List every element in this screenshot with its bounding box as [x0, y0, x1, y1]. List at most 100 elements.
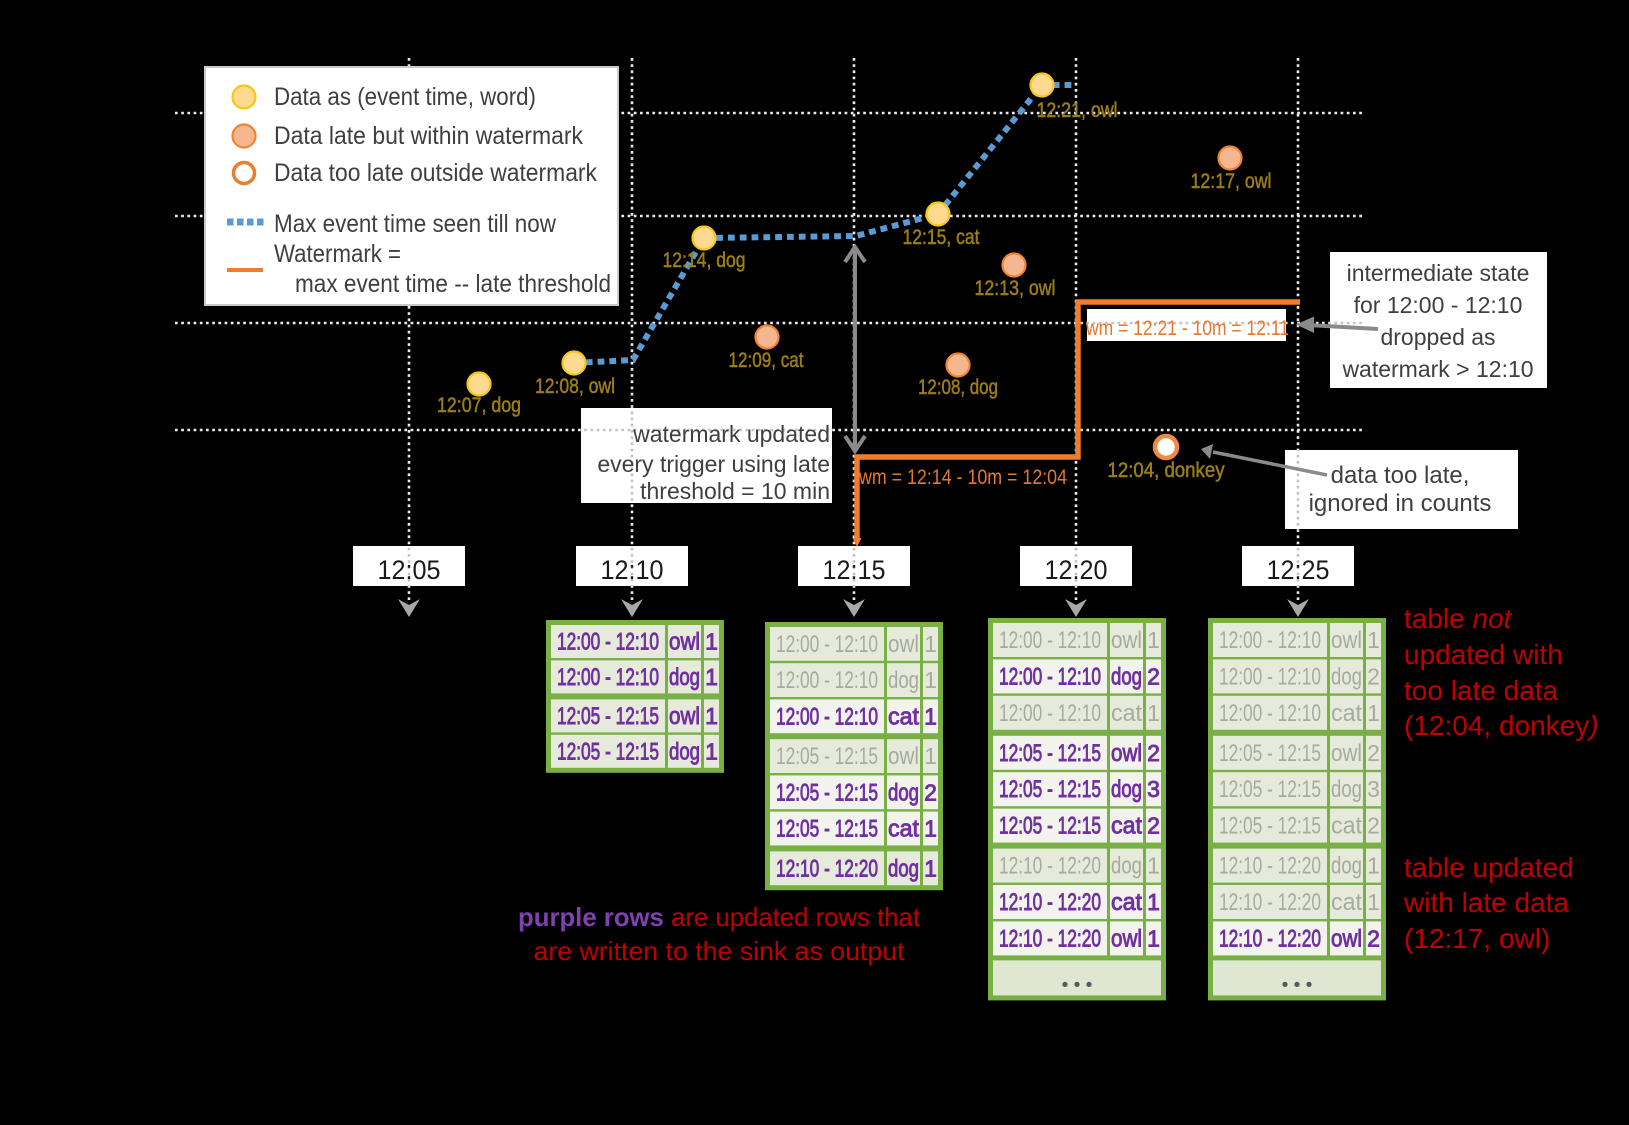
svg-text:dropped as: dropped as	[1380, 324, 1495, 350]
svg-text:12:13, owl: 12:13, owl	[975, 277, 1056, 300]
svg-text:updated with: updated with	[1404, 639, 1563, 670]
svg-text:1: 1	[705, 629, 718, 655]
svg-text:owl: owl	[1111, 925, 1142, 952]
svg-text:12:08, dog: 12:08, dog	[918, 376, 998, 399]
svg-text:1: 1	[705, 703, 718, 729]
svg-text:owl: owl	[1331, 925, 1362, 952]
svg-text:3: 3	[1147, 776, 1160, 802]
svg-text:12:00 - 12:10: 12:00 - 12:10	[557, 664, 659, 691]
svg-text:dog: dog	[1111, 853, 1142, 880]
svg-text:12:00 - 12:10: 12:00 - 12:10	[999, 627, 1101, 654]
svg-text:1: 1	[705, 664, 718, 690]
svg-text:12:05 - 12:15: 12:05 - 12:15	[557, 703, 659, 730]
svg-text:2: 2	[1147, 663, 1160, 689]
svg-text:12:00 - 12:10: 12:00 - 12:10	[999, 663, 1101, 690]
svg-text:dog: dog	[1331, 853, 1362, 880]
svg-text:cat: cat	[1111, 700, 1142, 727]
svg-text:12:10 - 12:20: 12:10 - 12:20	[999, 889, 1101, 916]
svg-text:max event time -- late thresho: max event time -- late threshold	[295, 270, 611, 298]
svg-text:cat: cat	[1111, 889, 1142, 916]
svg-text:1: 1	[1367, 627, 1380, 653]
svg-text:12:00 - 12:10: 12:00 - 12:10	[1219, 700, 1321, 727]
svg-text:2: 2	[1147, 740, 1160, 766]
svg-text:12:00 - 12:10: 12:00 - 12:10	[776, 667, 878, 694]
svg-text:dog: dog	[1111, 663, 1142, 690]
svg-text:owl: owl	[1111, 627, 1142, 654]
svg-text:1: 1	[1367, 853, 1380, 879]
svg-text:2: 2	[1147, 813, 1160, 839]
svg-text:12:05 - 12:15: 12:05 - 12:15	[1219, 776, 1321, 803]
svg-text:too late data: too late data	[1404, 675, 1559, 706]
svg-text:dog: dog	[888, 855, 919, 882]
svg-text:1: 1	[924, 631, 937, 657]
svg-text:12:04, donkey: 12:04, donkey	[1108, 459, 1225, 482]
svg-text:owl: owl	[669, 703, 700, 730]
svg-text:wm = 12:21 - 10m = 12:11: wm = 12:21 - 10m = 12:11	[1085, 317, 1289, 340]
svg-text:12:10 - 12:20: 12:10 - 12:20	[999, 853, 1101, 880]
svg-text:1: 1	[1367, 889, 1380, 915]
svg-text:cat: cat	[1331, 700, 1362, 727]
svg-text:1: 1	[1147, 700, 1160, 726]
svg-text:1: 1	[1367, 700, 1380, 726]
svg-text:owl: owl	[1331, 740, 1362, 767]
svg-text:2: 2	[924, 779, 937, 805]
svg-text:1: 1	[924, 667, 937, 693]
svg-text:1: 1	[924, 816, 937, 842]
svg-text:1: 1	[924, 743, 937, 769]
svg-text:12:10 - 12:20: 12:10 - 12:20	[999, 925, 1101, 952]
svg-text:12:00 - 12:10: 12:00 - 12:10	[1219, 627, 1321, 654]
svg-text:for 12:00 - 12:10: for 12:00 - 12:10	[1354, 292, 1523, 318]
svg-text:1: 1	[924, 703, 937, 729]
svg-text:1: 1	[705, 738, 718, 764]
svg-text:dog: dog	[888, 779, 919, 806]
svg-text:watermark > 12:10: watermark > 12:10	[1341, 356, 1533, 382]
svg-text:owl: owl	[1331, 627, 1362, 654]
svg-text:2: 2	[1367, 813, 1380, 839]
svg-text:12:10 - 12:20: 12:10 - 12:20	[1219, 889, 1321, 916]
svg-text:dog: dog	[1331, 776, 1362, 803]
svg-text:12:05 - 12:15: 12:05 - 12:15	[999, 776, 1101, 803]
svg-text:12:07, dog: 12:07, dog	[437, 394, 521, 417]
svg-text:12:05 - 12:15: 12:05 - 12:15	[776, 743, 878, 770]
svg-text:1: 1	[1147, 627, 1160, 653]
svg-text:cat: cat	[1331, 889, 1362, 916]
svg-text:dog: dog	[669, 738, 700, 765]
svg-text:owl: owl	[888, 743, 919, 770]
svg-text:(12:17, owl): (12:17, owl)	[1404, 923, 1550, 954]
svg-text:12:09, cat: 12:09, cat	[729, 349, 804, 372]
svg-text:are written to the sink as out: are written to the sink as output	[534, 936, 906, 966]
svg-text:cat: cat	[1111, 813, 1142, 840]
svg-text:Data too late outside watermar: Data too late outside watermark	[274, 159, 597, 187]
svg-text:wm = 12:14 - 10m = 12:04: wm = 12:14 - 10m = 12:04	[858, 466, 1067, 489]
svg-text:12:17, owl: 12:17, owl	[1191, 170, 1272, 193]
svg-text:Watermark =: Watermark =	[274, 240, 401, 268]
svg-text:2: 2	[1367, 740, 1380, 766]
svg-text:dog: dog	[888, 667, 919, 694]
svg-text:dog: dog	[1111, 776, 1142, 803]
svg-text:cat: cat	[888, 703, 919, 730]
svg-text:1: 1	[1147, 925, 1160, 951]
svg-text:1: 1	[1147, 889, 1160, 915]
svg-text:cat: cat	[1331, 813, 1362, 840]
svg-text:12:25: 12:25	[1267, 555, 1330, 585]
svg-text:3: 3	[1367, 776, 1380, 802]
svg-text:12:21, owl: 12:21, owl	[1037, 99, 1118, 122]
svg-text:12:15, cat: 12:15, cat	[903, 226, 980, 249]
svg-text:data too late,: data too late,	[1331, 462, 1470, 489]
svg-text:12:08, owl: 12:08, owl	[535, 375, 615, 398]
svg-text:12:15: 12:15	[823, 555, 886, 585]
svg-text:(12:04, donkey): (12:04, donkey)	[1404, 710, 1599, 741]
svg-text:owl: owl	[888, 631, 919, 658]
svg-text:owl: owl	[1111, 740, 1142, 767]
svg-text:12:10 - 12:20: 12:10 - 12:20	[776, 855, 878, 882]
svg-text:2: 2	[1367, 663, 1380, 689]
svg-text:threshold = 10 min: threshold = 10 min	[640, 478, 830, 504]
svg-text:with late data: with late data	[1403, 887, 1569, 918]
svg-text:cat: cat	[888, 816, 919, 843]
svg-text:Data late but within watermark: Data late but within watermark	[274, 122, 583, 150]
svg-text:12:00 - 12:10: 12:00 - 12:10	[557, 629, 659, 656]
svg-text:Data as (event time, word): Data as (event time, word)	[274, 83, 536, 111]
svg-text:owl: owl	[669, 629, 700, 656]
svg-text:2: 2	[1367, 925, 1380, 951]
svg-text:12:05 - 12:15: 12:05 - 12:15	[999, 813, 1101, 840]
